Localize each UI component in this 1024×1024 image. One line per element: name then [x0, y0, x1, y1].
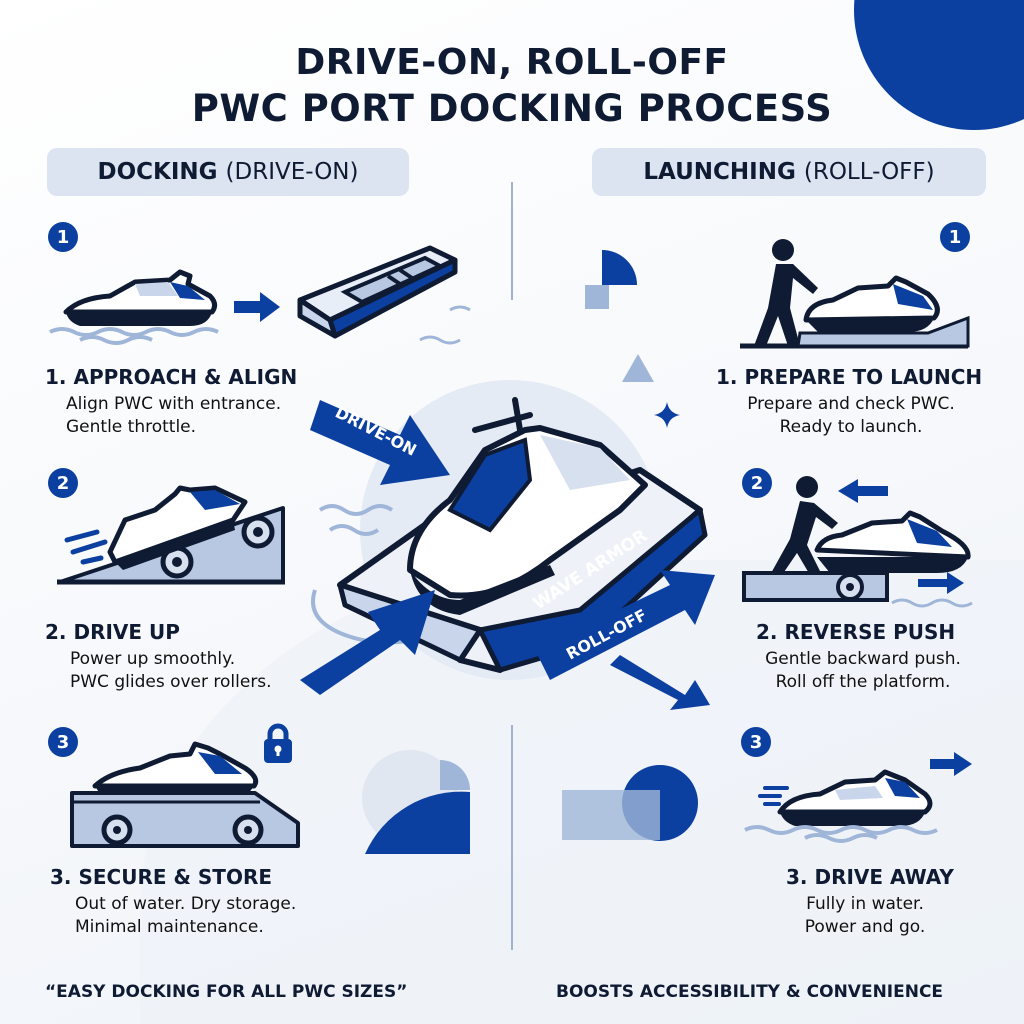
- person-pushing-jet-ski-icon: [742, 476, 973, 608]
- center-dock-illustration: WAVE ARMOR DRIVE-ON ROLL-OFF: [300, 380, 715, 710]
- step-number-badge: 3: [48, 727, 78, 757]
- section-label: DOCKING: [97, 159, 218, 185]
- step-title: 3. DRIVE AWAY: [786, 865, 954, 889]
- circle-rect-decoration: [562, 765, 698, 841]
- step-title: 2. REVERSE PUSH: [756, 620, 956, 644]
- desc-line: Align PWC with entrance.: [66, 394, 282, 414]
- section-header-docking: DOCKING (DRIVE-ON): [47, 148, 409, 196]
- page-title: DRIVE-ON, ROLL-OFF PWC PORT DOCKING PROC…: [0, 40, 1024, 132]
- step-description: Gentle backward push. Roll off the platf…: [748, 648, 978, 694]
- arrow-right-icon: [930, 752, 972, 776]
- sparkle-icon: [654, 402, 680, 428]
- section-paren: (DRIVE-ON): [225, 159, 359, 185]
- footer-tagline-left: “EASY DOCKING FOR ALL PWC SIZES”: [45, 982, 408, 1002]
- step-title: 2. DRIVE UP: [45, 620, 180, 644]
- jet-ski-on-dock-icon: [70, 741, 300, 848]
- step-number-badge: 2: [742, 468, 772, 498]
- section-paren: (ROLL-OFF): [803, 159, 935, 185]
- quarter-circle-square-decoration: [585, 250, 637, 309]
- desc-line: Fully in water.: [806, 894, 924, 914]
- step-description: Out of water. Dry storage. Minimal maint…: [75, 893, 296, 939]
- step-number-badge: 1: [940, 222, 970, 252]
- step-description: Power up smoothly. PWC glides over rolle…: [70, 648, 272, 694]
- step-title: 1. APPROACH & ALIGN: [45, 365, 298, 389]
- step-title: 1. PREPARE TO LAUNCH: [716, 365, 983, 389]
- step-description: Fully in water. Power and go.: [790, 893, 940, 939]
- circle-quarter-decoration: [362, 750, 470, 854]
- triangle-decoration: [622, 354, 654, 382]
- title-line-2: PWC PORT DOCKING PROCESS: [191, 87, 833, 130]
- section-label: LAUNCHING: [643, 159, 796, 185]
- step-title: 3. SECURE & STORE: [50, 865, 273, 889]
- divider-top: [511, 182, 513, 300]
- desc-line: Prepare and check PWC.: [747, 394, 955, 414]
- desc-line: PWC glides over rollers.: [70, 672, 272, 692]
- jet-ski-on-water-icon: [49, 269, 219, 345]
- desc-line: Gentle backward push.: [765, 649, 961, 669]
- person-pushing-jet-ski-icon: [740, 239, 970, 349]
- arrow-left-icon: [838, 479, 888, 503]
- step-number-badge: 2: [48, 468, 78, 498]
- step-description: Align PWC with entrance. Gentle throttle…: [66, 393, 281, 439]
- desc-line: Ready to launch.: [779, 417, 923, 437]
- title-line-1: DRIVE-ON, ROLL-OFF: [295, 42, 729, 83]
- step-number-badge: 1: [48, 222, 78, 252]
- step-description: Prepare and check PWC. Ready to launch.: [736, 393, 966, 439]
- lock-icon: [264, 723, 292, 763]
- desc-line: Gentle throttle.: [66, 417, 197, 437]
- jet-ski-on-ramp-icon: [57, 485, 285, 585]
- dock-platform-icon: [297, 245, 471, 345]
- step-number-badge: 3: [741, 727, 771, 757]
- desc-line: Roll off the platform.: [775, 672, 951, 692]
- divider-bottom: [511, 725, 513, 950]
- section-header-launching: LAUNCHING (ROLL-OFF): [592, 148, 986, 196]
- arrow-right-icon: [234, 292, 280, 322]
- desc-line: Out of water. Dry storage.: [75, 894, 297, 914]
- desc-line: Power up smoothly.: [70, 649, 236, 669]
- desc-line: Minimal maintenance.: [75, 917, 264, 937]
- desc-line: Power and go.: [804, 917, 926, 937]
- jet-ski-on-water-icon: [744, 769, 938, 843]
- footer-tagline-right: BOOSTS ACCESSIBILITY & CONVENIENCE: [556, 982, 944, 1002]
